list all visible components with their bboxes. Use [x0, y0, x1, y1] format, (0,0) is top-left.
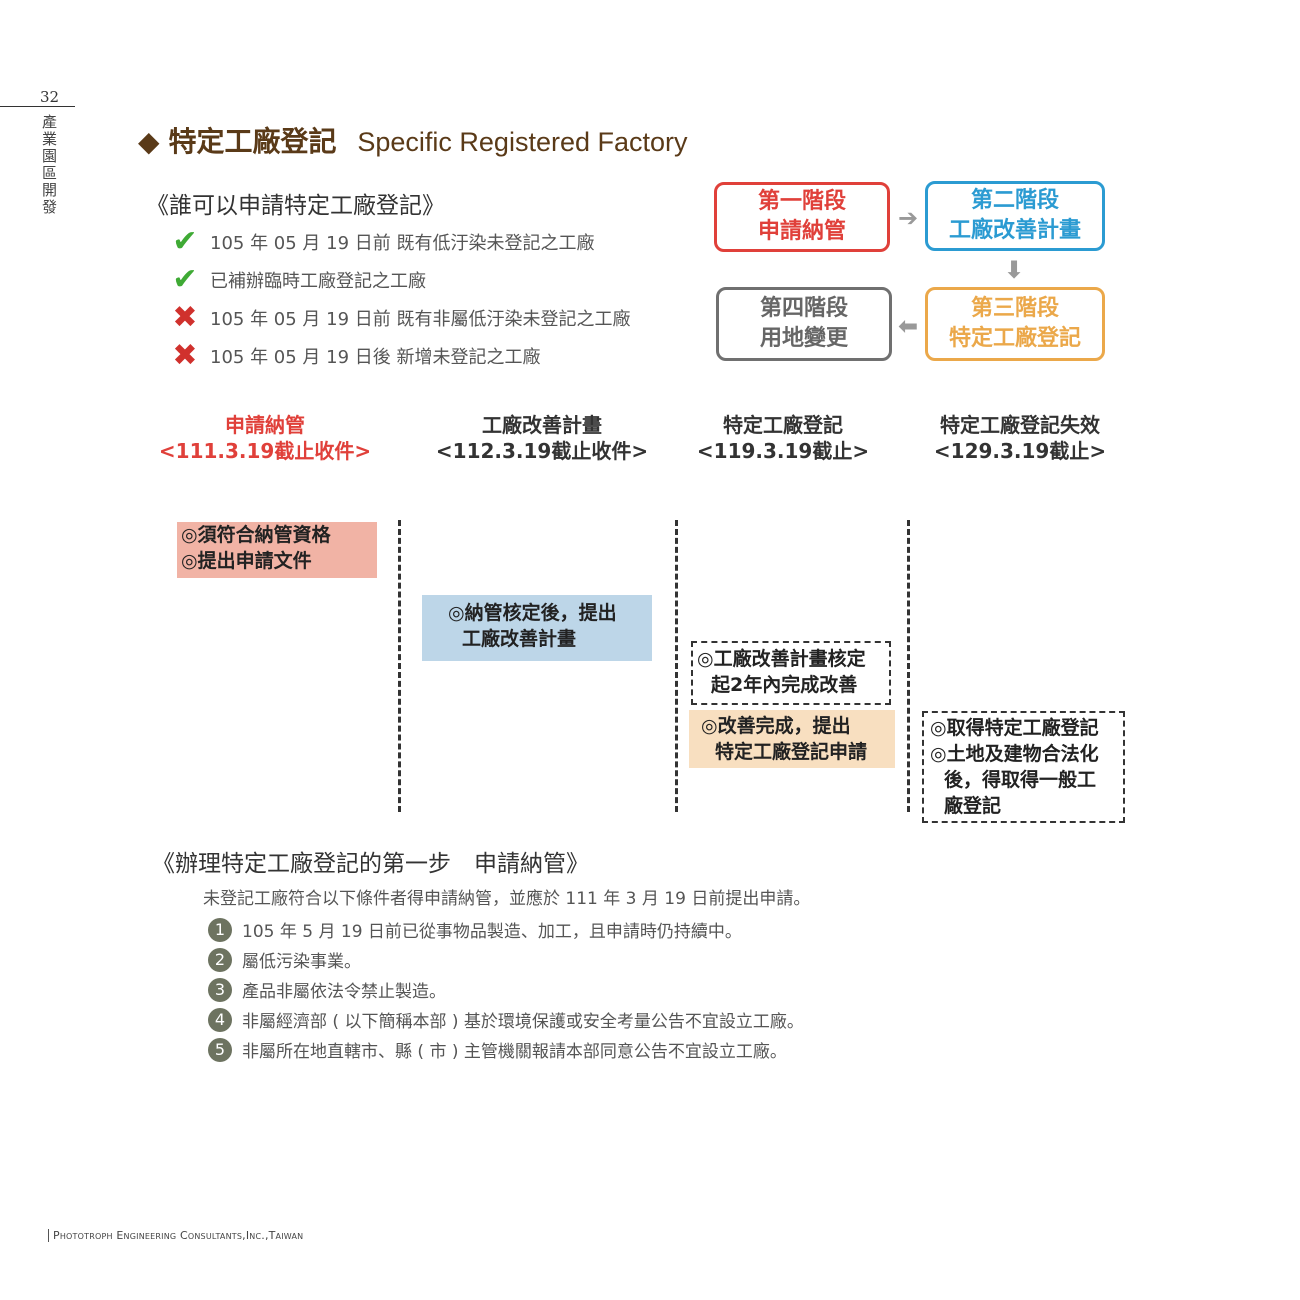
timeline-header-improve: 工廠改善計畫<112.3.19截止收件>	[422, 412, 662, 464]
card-line: ◎提出申請文件	[181, 550, 312, 572]
condition-item: 2 屬低污染事業。	[208, 947, 361, 972]
timeline-header-expire: 特定工廠登記失效<129.3.19截止>	[900, 412, 1140, 464]
card-register-apply: ◎改善完成，提出特定工廠登記申請	[689, 710, 895, 768]
stage-name: 申請納管	[757, 219, 846, 244]
card-line: ◎土地及建物合法化	[930, 743, 1099, 765]
arrow-right-icon: ➔	[898, 204, 919, 232]
cross-icon: ✖	[172, 300, 198, 335]
card-line: 特定工廠登記申請	[715, 741, 868, 763]
cross-icon: ✖	[172, 338, 198, 373]
number-badge: 2	[208, 947, 232, 972]
stage-name: 用地變更	[759, 326, 848, 351]
card-line: ◎改善完成，提出	[701, 715, 851, 737]
diamond-bullet-icon: ◆	[138, 125, 160, 158]
stage-1: 第一階段申請納管	[714, 182, 890, 252]
number-badge: 3	[208, 977, 232, 1002]
arrow-left-icon: ⬅	[898, 312, 919, 340]
timeline-divider	[398, 520, 401, 812]
first-step-heading: 《辦理特定工廠登記的第一步 申請納管》	[152, 851, 589, 877]
stage-4: 第四階段用地變更	[716, 287, 892, 361]
stage-2: 第二階段工廠改善計畫	[925, 181, 1105, 251]
condition-text: 105 年 5 月 19 日前已從事物品製造、加工，且申請時仍持續中。	[242, 922, 742, 942]
who-heading: 《誰可以申請特定工廠登記》	[146, 193, 445, 219]
card-line: ◎納管核定後，提出	[448, 602, 617, 624]
check-icon: ✔	[172, 224, 198, 259]
criteria-item: ✔ 已補辦臨時工廠登記之工廠	[170, 265, 426, 295]
card-registered: ◎取得特定工廠登記 ◎土地及建物合法化後，得取得一般工廠登記	[922, 711, 1125, 823]
timeline-header-register: 特定工廠登記<119.3.19截止>	[663, 412, 903, 464]
col-deadline: <119.3.19截止>	[696, 439, 870, 463]
card-line: 起2年內完成改善	[711, 674, 858, 696]
stage-label: 第二階段	[970, 188, 1059, 213]
condition-item: 5 非屬所在地直轄市、縣 ( 市 ) 主管機關報請本部同意公告不宜設立工廠。	[208, 1037, 787, 1062]
card-improve: ◎納管核定後，提出工廠改善計畫	[422, 595, 652, 661]
card-line: 廠登記	[944, 795, 1002, 817]
stage-name: 工廠改善計畫	[948, 218, 1081, 243]
card-apply: ◎須符合納管資格 ◎提出申請文件	[177, 522, 377, 578]
criteria-item: ✔ 105 年 05 月 19 日前 既有低汙染未登記之工廠	[170, 224, 595, 259]
condition-text: 屬低污染事業。	[242, 952, 361, 972]
condition-text: 非屬所在地直轄市、縣 ( 市 ) 主管機關報請本部同意公告不宜設立工廠。	[242, 1042, 787, 1062]
condition-item: 4 非屬經濟部 ( 以下簡稱本部 ) 基於環境保護或安全考量公告不宜設立工廠。	[208, 1007, 804, 1032]
footer-company: Phototroph Engineering Consultants,Inc.,…	[48, 1229, 303, 1242]
title-zh: 特定工廠登記	[168, 125, 337, 158]
condition-item: 1 105 年 5 月 19 日前已從事物品製造、加工，且申請時仍持續中。	[208, 917, 742, 942]
card-line: ◎須符合納管資格	[181, 524, 331, 546]
timeline-divider	[675, 520, 678, 812]
card-line: 後，得取得一般工	[944, 769, 1097, 791]
arrow-down-icon: ⬇	[1004, 256, 1025, 284]
criteria-text: 105 年 05 月 19 日後 新增未登記之工廠	[210, 347, 541, 368]
col-title: 特定工廠登記失效	[940, 413, 1100, 437]
card-line: 工廠改善計畫	[462, 628, 577, 650]
criteria-item: ✖ 105 年 05 月 19 日後 新增未登記之工廠	[170, 338, 541, 373]
section-vertical-title: 產業園區開發	[42, 113, 58, 216]
condition-text: 非屬經濟部 ( 以下簡稱本部 ) 基於環境保護或安全考量公告不宜設立工廠。	[242, 1012, 804, 1032]
col-deadline: <129.3.19截止>	[933, 439, 1107, 463]
timeline-header-apply: 申請納管<111.3.19截止收件>	[145, 412, 385, 464]
stage-3: 第三階段特定工廠登記	[925, 287, 1105, 361]
col-title: 工廠改善計畫	[482, 413, 602, 437]
col-title: 特定工廠登記	[723, 413, 843, 437]
stage-label: 第三階段	[970, 296, 1059, 321]
condition-text: 產品非屬依法令禁止製造。	[242, 982, 446, 1002]
timeline-divider	[907, 520, 910, 812]
page-number-rule	[0, 106, 75, 107]
title-en: Specific Registered Factory	[357, 127, 688, 157]
card-line: ◎工廠改善計畫核定	[697, 648, 866, 670]
page-title: ◆ 特定工廠登記 Specific Registered Factory	[138, 120, 688, 160]
card-improve-done: ◎工廠改善計畫核定起2年內完成改善	[691, 641, 891, 705]
first-step-intro: 未登記工廠符合以下條件者得申請納管，並應於 111 年 3 月 19 日前提出申…	[203, 889, 811, 909]
col-title: 申請納管	[225, 413, 305, 437]
col-deadline: <111.3.19截止收件>	[158, 439, 372, 463]
criteria-text: 105 年 05 月 19 日前 既有非屬低汙染未登記之工廠	[210, 309, 631, 330]
number-badge: 1	[208, 917, 232, 942]
number-badge: 5	[208, 1037, 232, 1062]
stage-label: 第一階段	[757, 189, 846, 214]
criteria-item: ✖ 105 年 05 月 19 日前 既有非屬低汙染未登記之工廠	[170, 300, 631, 335]
col-deadline: <112.3.19截止收件>	[435, 439, 649, 463]
card-line: ◎取得特定工廠登記	[930, 717, 1099, 739]
condition-item: 3 產品非屬依法令禁止製造。	[208, 977, 446, 1002]
criteria-text: 105 年 05 月 19 日前 既有低汙染未登記之工廠	[210, 233, 595, 254]
page-number: 32	[40, 88, 60, 106]
stage-label: 第四階段	[759, 296, 848, 321]
stage-name: 特定工廠登記	[948, 326, 1081, 351]
check-icon: ✔	[172, 262, 198, 297]
criteria-text: 已補辦臨時工廠登記之工廠	[210, 271, 426, 292]
number-badge: 4	[208, 1007, 232, 1032]
